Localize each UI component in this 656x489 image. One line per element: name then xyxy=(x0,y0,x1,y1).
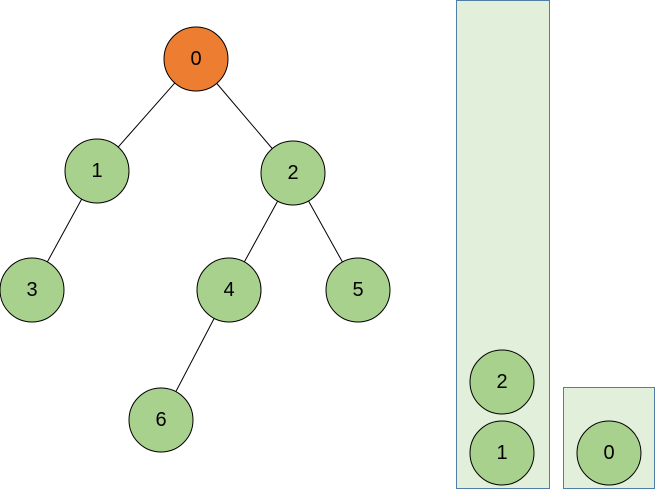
output-items: 0 xyxy=(576,420,642,486)
tree-node-2-circle xyxy=(260,140,326,206)
tree-node-4-label: 4 xyxy=(223,279,234,301)
tree-node-1-circle xyxy=(64,138,130,204)
stack-item-2-label: 2 xyxy=(496,371,507,393)
tree-node-0: 0 xyxy=(163,26,229,92)
stack-item-2: 2 xyxy=(469,349,535,415)
tree-edge-n0-n2 xyxy=(216,83,273,149)
tree-nodes: 0 1 2 3 4 5 6 xyxy=(0,26,391,453)
tree-edge-n1-n3 xyxy=(46,198,83,263)
tree-node-3-label: 3 xyxy=(26,279,37,301)
tree-node-0-circle xyxy=(163,26,229,92)
stack-item-2-circle xyxy=(469,349,535,415)
tree-node-3-circle xyxy=(0,257,65,323)
stack-item-1: 1 xyxy=(469,420,535,486)
tree-node-6-label: 6 xyxy=(155,409,166,431)
tree-node-2: 2 xyxy=(260,140,326,206)
output-item-0-circle xyxy=(576,420,642,486)
tree-node-6: 6 xyxy=(128,387,194,453)
tree-node-3: 3 xyxy=(0,257,65,323)
tree-node-5-circle xyxy=(325,257,391,323)
tree-node-1-label: 1 xyxy=(91,160,102,182)
tree-node-5-label: 5 xyxy=(352,279,363,301)
stack-container xyxy=(456,0,550,489)
stack-items: 12 xyxy=(469,349,535,486)
tree-node-4-circle xyxy=(196,257,262,323)
tree-node-6-circle xyxy=(128,387,194,453)
tree-edge-n4-n6 xyxy=(175,318,215,392)
tree-edges xyxy=(46,82,343,392)
tree-node-4: 4 xyxy=(196,257,262,323)
output-item-0: 0 xyxy=(576,420,642,486)
stack-item-1-label: 1 xyxy=(496,442,507,464)
stack-item-1-circle xyxy=(469,420,535,486)
tree-edge-n0-n1 xyxy=(117,82,176,148)
tree-node-0-label: 0 xyxy=(190,48,201,70)
tree-edge-n2-n5 xyxy=(308,200,343,263)
tree-node-2-label: 2 xyxy=(287,162,298,184)
tree-node-5: 5 xyxy=(325,257,391,323)
output-item-0-label: 0 xyxy=(603,442,614,464)
tree-node-1: 1 xyxy=(64,138,130,204)
tree-edge-n2-n4 xyxy=(243,200,279,263)
